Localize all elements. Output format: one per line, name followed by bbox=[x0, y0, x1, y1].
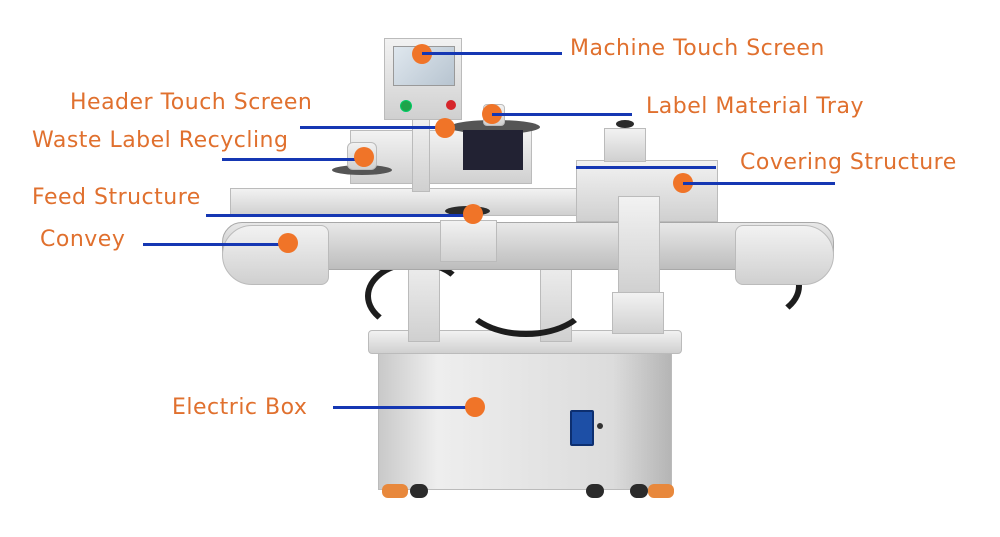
feed-structure-block bbox=[440, 220, 497, 262]
caster-wheel bbox=[648, 484, 674, 498]
power-switch-icon bbox=[570, 410, 594, 446]
covering-knob bbox=[616, 120, 634, 128]
conveyor-end-plate-right bbox=[735, 225, 834, 285]
electric-box-cabinet bbox=[378, 340, 672, 490]
leader-waste-label-recycling bbox=[222, 158, 364, 161]
caster-wheel bbox=[410, 484, 428, 498]
label-reel-hub bbox=[463, 130, 523, 170]
emergency-stop-icon bbox=[446, 100, 456, 110]
label-convey: Convey bbox=[40, 227, 126, 252]
start-button-icon bbox=[400, 100, 412, 112]
label-header-touch-screen: Header Touch Screen bbox=[70, 90, 313, 115]
label-waste-label-recycling: Waste Label Recycling bbox=[32, 128, 289, 153]
leader-feed-structure bbox=[206, 214, 472, 217]
leader-convey bbox=[143, 243, 288, 246]
label-electric-box: Electric Box bbox=[172, 395, 308, 420]
caster-wheel bbox=[586, 484, 604, 498]
guide-rail bbox=[230, 188, 582, 216]
caster-wheel bbox=[630, 484, 648, 498]
leader-header-touch-screen bbox=[300, 126, 445, 129]
marker-header-touch-screen bbox=[435, 118, 455, 138]
marker-waste-label-recycling bbox=[354, 147, 374, 167]
conveyor-end-plate-left bbox=[222, 225, 329, 285]
hose bbox=[365, 260, 467, 332]
label-feed-structure: Feed Structure bbox=[32, 185, 201, 210]
leader-electric-box bbox=[333, 406, 475, 409]
marker-feed-structure bbox=[463, 204, 483, 224]
caster-wheel bbox=[382, 484, 408, 498]
leader-label-material-tray bbox=[492, 113, 632, 116]
covering-trim bbox=[576, 166, 716, 169]
label-machine-touch-screen: Machine Touch Screen bbox=[570, 36, 825, 61]
leader-covering-structure bbox=[683, 182, 835, 185]
waste-reel-disc bbox=[332, 165, 392, 175]
slider-column bbox=[618, 196, 660, 294]
leader-machine-touch-screen bbox=[422, 52, 562, 55]
marker-electric-box bbox=[465, 397, 485, 417]
gear-motor bbox=[612, 292, 664, 334]
keyhole-icon bbox=[597, 423, 603, 429]
hose bbox=[460, 255, 592, 337]
label-label-material-tray: Label Material Tray bbox=[646, 94, 864, 119]
covering-top-bracket bbox=[604, 128, 646, 162]
label-covering-structure: Covering Structure bbox=[740, 150, 957, 175]
marker-convey bbox=[278, 233, 298, 253]
